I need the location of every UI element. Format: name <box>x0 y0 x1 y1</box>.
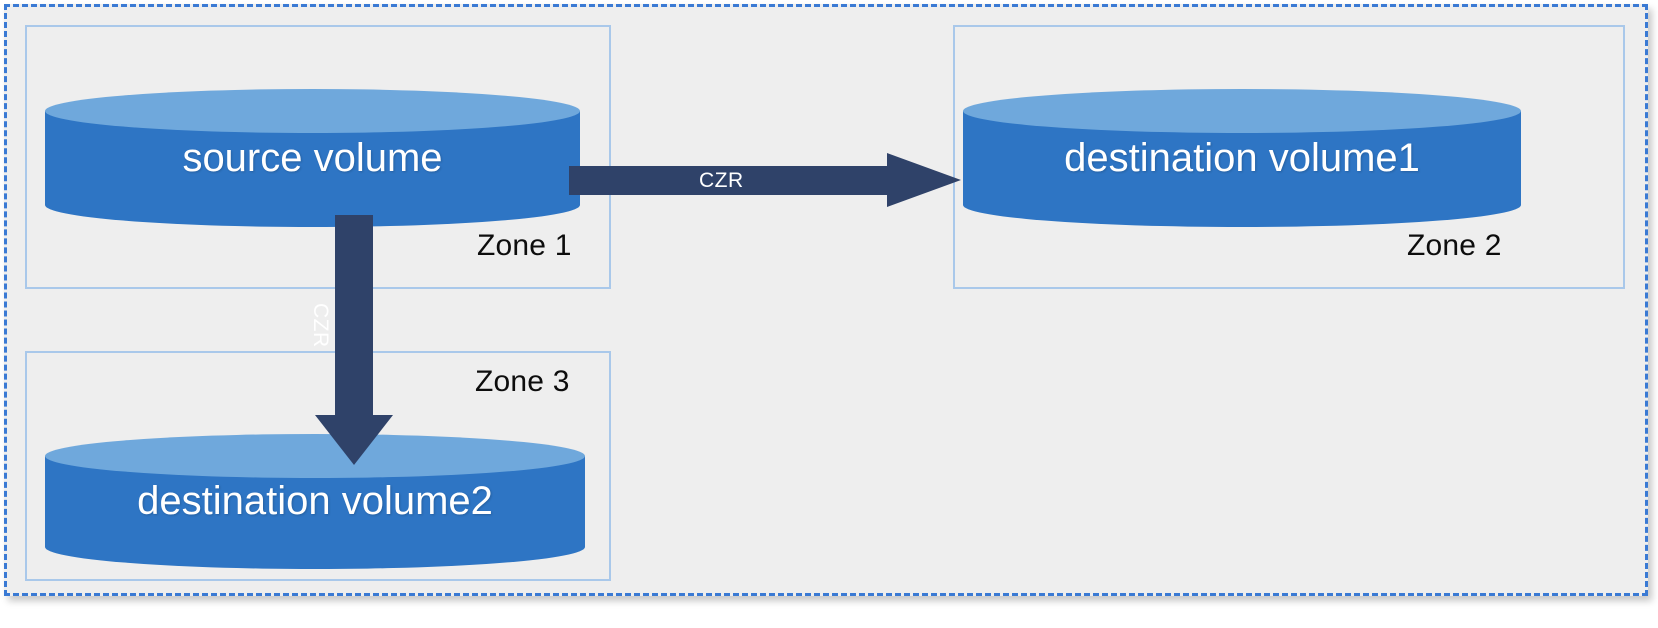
zone-1-label: Zone 1 <box>477 229 572 262</box>
zone-3-label: Zone 3 <box>475 365 570 398</box>
cylinder-top-ellipse <box>45 89 580 133</box>
arrow-shaft <box>335 215 373 420</box>
destination-volume1-label: destination volume1 <box>1064 135 1420 180</box>
arrow-head-icon <box>887 153 961 207</box>
czr-arrow-horizontal-label: CZR <box>699 169 744 192</box>
destination-volume2-label: destination volume2 <box>137 479 493 523</box>
zone-2-label: Zone 2 <box>1407 229 1502 262</box>
cylinder-top-ellipse <box>963 89 1521 133</box>
destination-volume1-cylinder: destination volume1 <box>963 89 1521 227</box>
source-volume-label: source volume <box>182 135 443 180</box>
czr-arrow-horizontal: CZR <box>569 153 961 207</box>
region-a-boundary: Region A Zone 1 Zone 2 Zone 3 source vol… <box>4 4 1648 596</box>
arrow-shaft <box>569 166 899 195</box>
source-volume-cylinder: source volume <box>45 89 580 227</box>
arrow-head-icon <box>315 415 393 465</box>
czr-arrow-vertical: CZR <box>309 215 394 465</box>
czr-arrow-vertical-label: CZR <box>309 303 332 348</box>
